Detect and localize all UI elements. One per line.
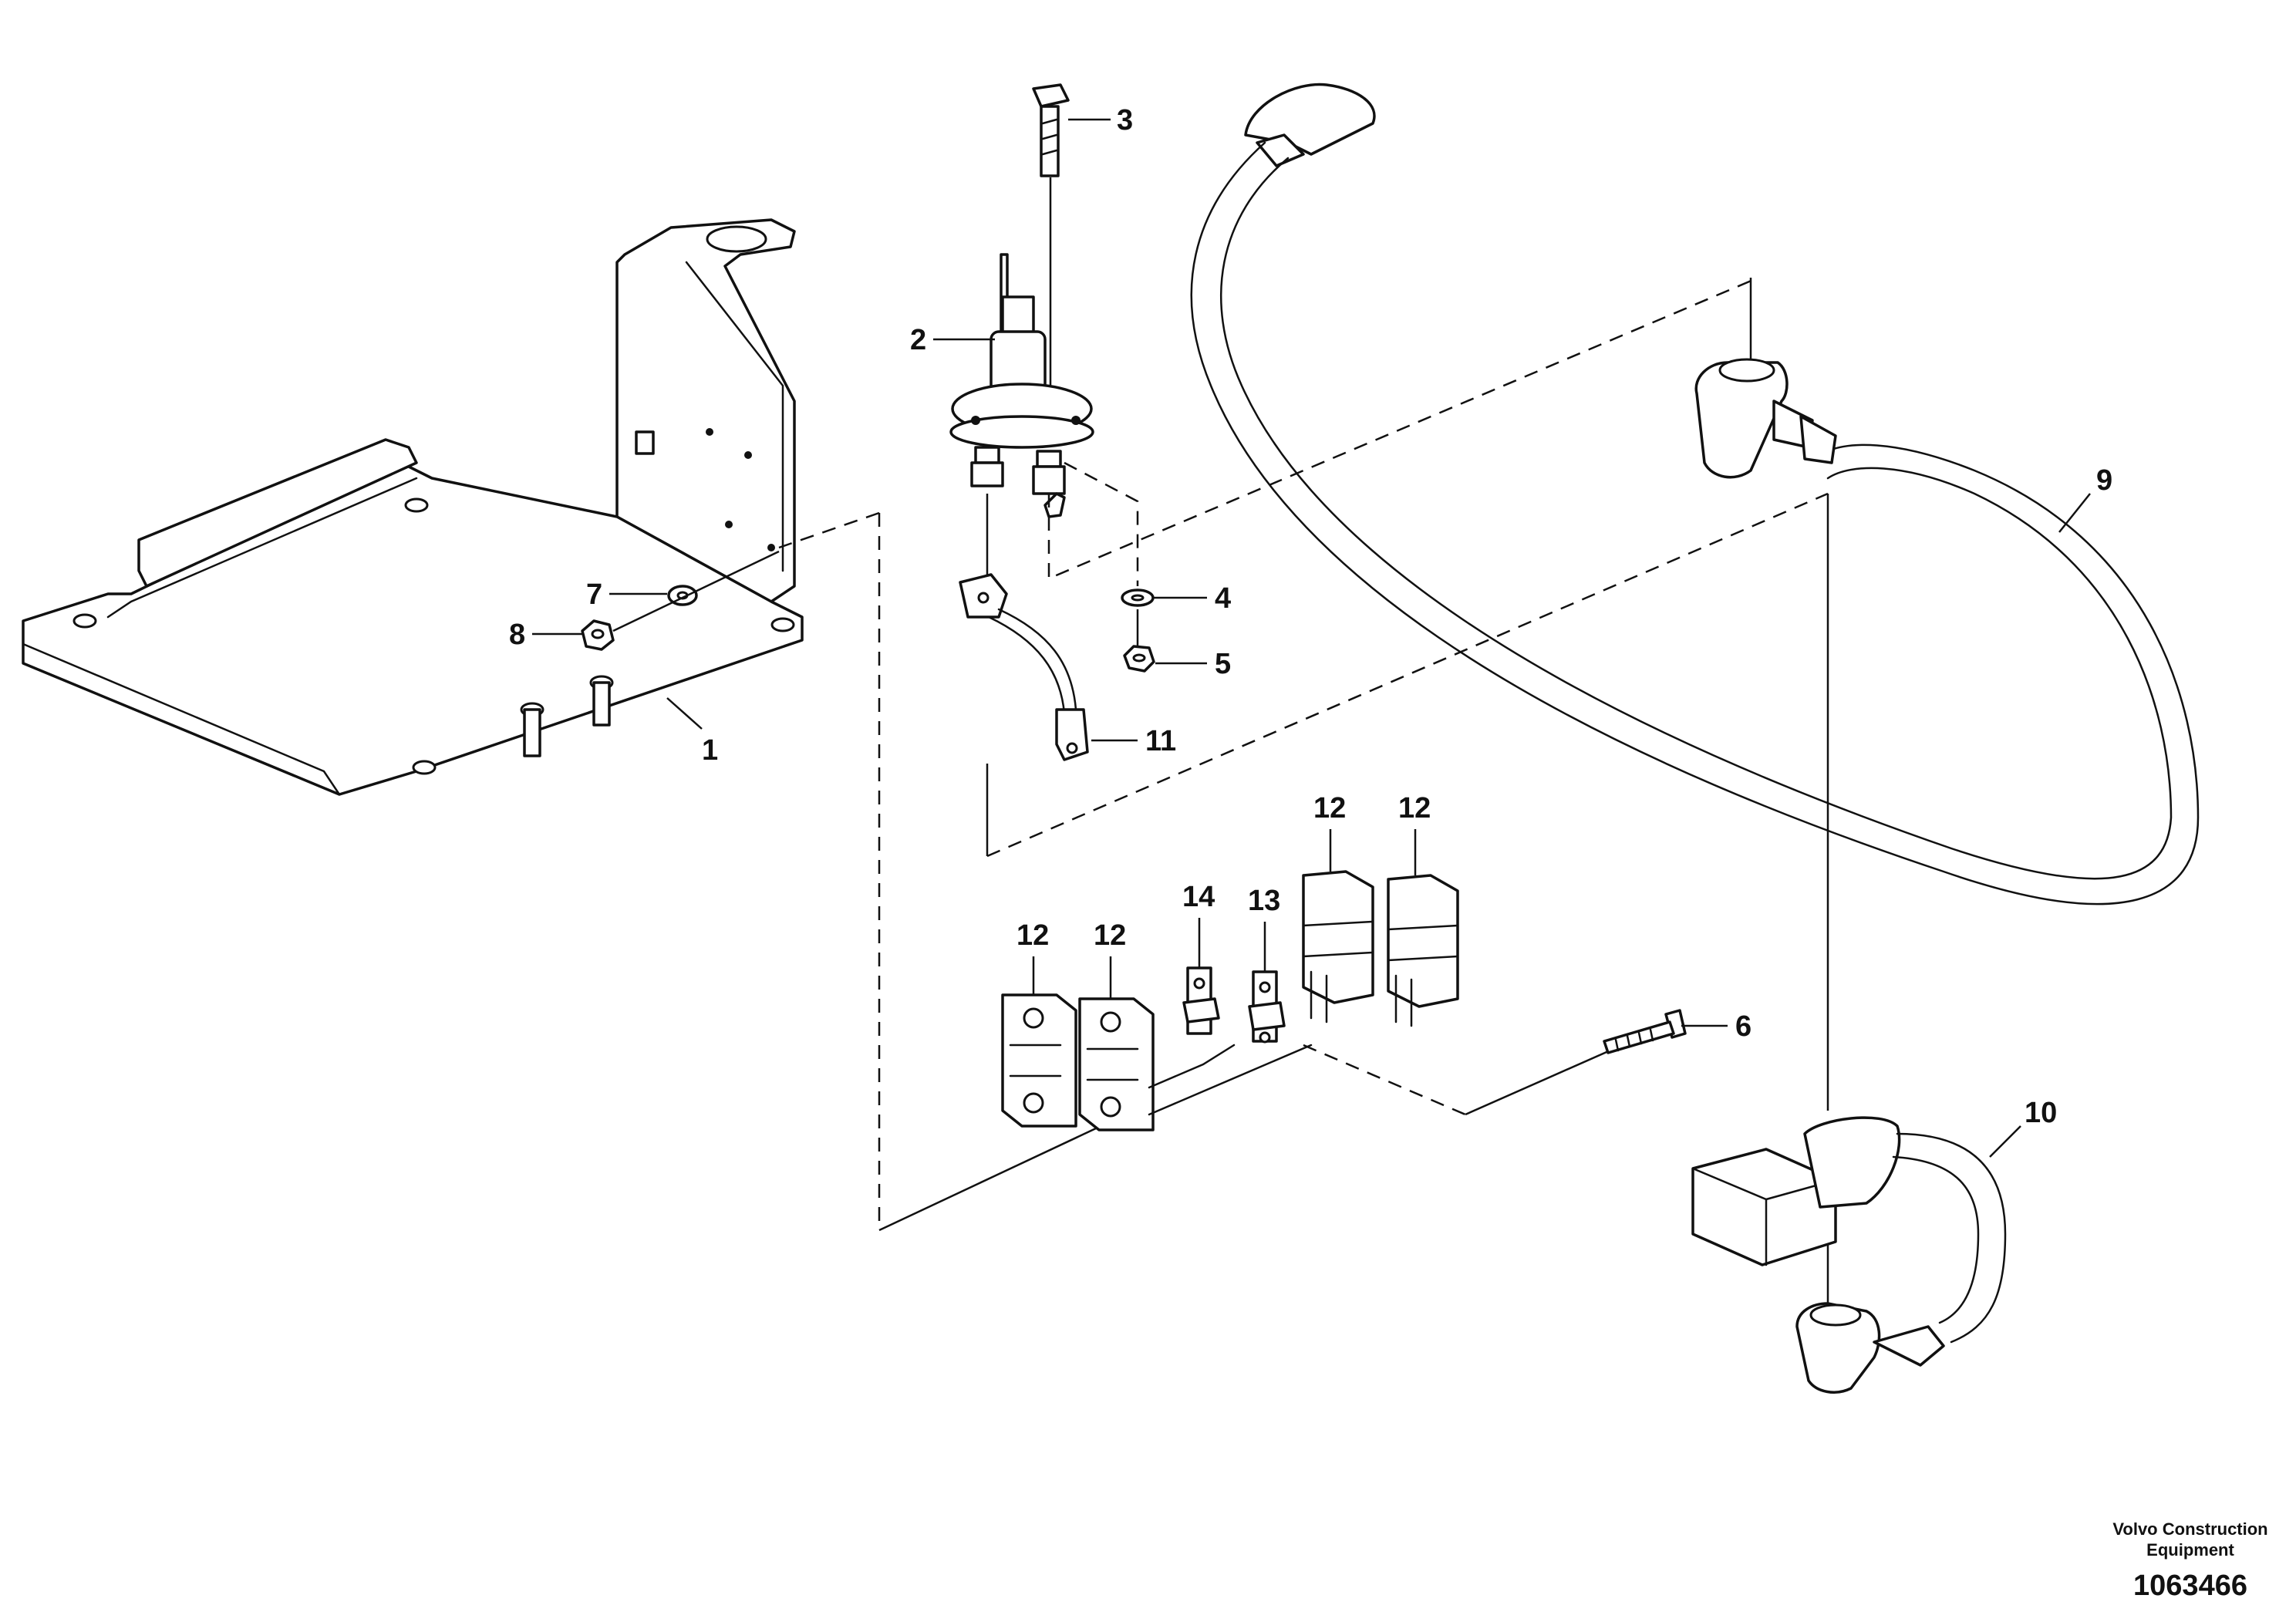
cable-part-10 [1691, 1116, 2007, 1394]
callout-11: 11 [1145, 725, 1176, 757]
callout-7: 7 [586, 578, 602, 611]
callout-12-b: 12 [1094, 919, 1126, 952]
brand-line-2: Equipment [2146, 1540, 2234, 1560]
callout-12-c: 12 [1313, 792, 1346, 824]
callout-3: 3 [1117, 104, 1133, 137]
callout-5: 5 [1215, 648, 1231, 680]
brand-line-1: Volvo Construction [2112, 1519, 2267, 1539]
fuse-holder-part-12c [1302, 870, 1374, 1023]
callout-12-a: 12 [1017, 919, 1049, 952]
callout-4: 4 [1215, 582, 1231, 615]
screw-part-6 [1603, 1009, 1687, 1054]
fuse-holder-part-12b [1078, 997, 1155, 1131]
fuse-part-14 [1182, 966, 1220, 1035]
switch-part-2 [949, 253, 1094, 518]
callout-14: 14 [1182, 881, 1215, 913]
callout-9: 9 [2096, 464, 2112, 497]
nut-part-5 [1123, 645, 1155, 673]
ground-strap-part-11 [959, 573, 1089, 761]
callout-1: 1 [702, 734, 718, 767]
callout-12-d: 12 [1398, 792, 1431, 824]
washer-part-4 [1121, 588, 1155, 607]
bolt-part-3 [1032, 83, 1070, 177]
fuse-part-13 [1248, 970, 1286, 1044]
callout-6: 6 [1735, 1010, 1752, 1043]
nut-part-8 [581, 619, 615, 651]
battery-cable-part-9 [1190, 83, 2200, 905]
callout-10: 10 [2025, 1097, 2057, 1129]
fuse-holder-part-12d [1387, 874, 1459, 1027]
drawing-number: 1063466 [2133, 1570, 2247, 1602]
callout-8: 8 [509, 619, 525, 651]
fuse-holder-part-12a [1001, 993, 1077, 1128]
bracket-part-1 [22, 218, 804, 796]
callout-13: 13 [1248, 885, 1280, 917]
callout-2: 2 [910, 324, 926, 356]
